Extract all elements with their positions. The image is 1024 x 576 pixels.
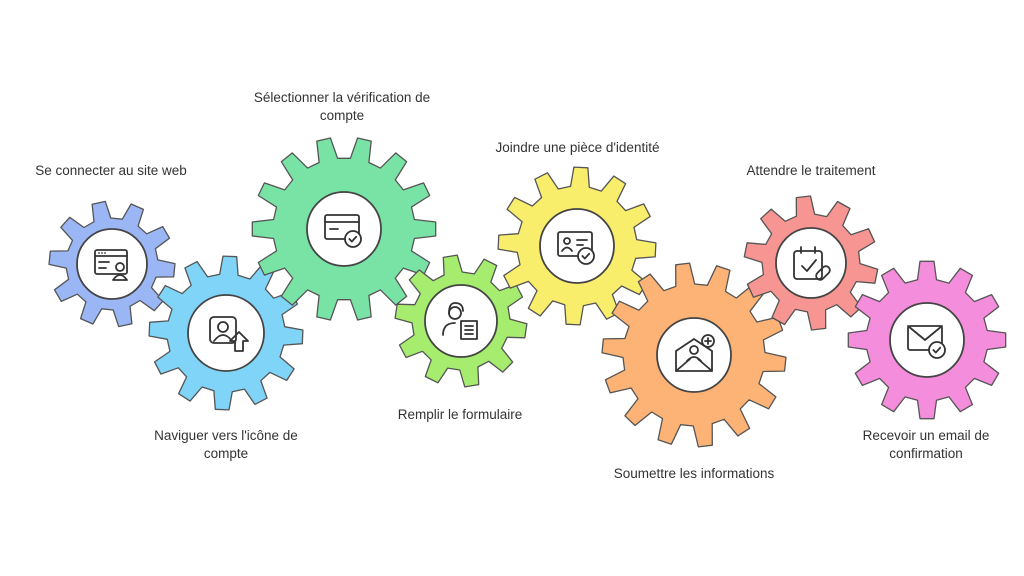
gear-5 — [497, 166, 657, 326]
envelope-add-icon — [675, 334, 715, 372]
step-label-2: Naviguer vers l'icône de compte — [154, 428, 298, 461]
user-upload-icon — [209, 316, 249, 352]
gear-6 — [601, 262, 787, 448]
gear-8 — [847, 260, 1007, 420]
mail-check-icon — [907, 325, 946, 359]
gear-hub — [76, 228, 148, 300]
card-check-icon — [324, 214, 362, 248]
step-label-8: Recevoir un email de confirmation — [862, 428, 990, 461]
gear-hub — [306, 191, 382, 267]
gear-4 — [394, 254, 528, 388]
gear-2 — [148, 255, 304, 411]
browser-user-icon — [94, 249, 128, 281]
step-label-7: Attendre le traitement — [746, 163, 876, 178]
gear-1 — [48, 200, 176, 328]
gear-hub — [656, 317, 732, 393]
gear-hub — [187, 294, 265, 372]
calendar-pill-icon — [793, 246, 831, 281]
id-card-check-icon — [557, 231, 595, 265]
step-label-6: Soumettre les informations — [613, 466, 775, 481]
gear-hub — [775, 227, 847, 299]
step-label-1: Se connecter au site web — [35, 163, 187, 178]
step-label-4: Remplir le formulaire — [397, 407, 523, 422]
gear-hub — [889, 302, 965, 378]
step-label-3: Sélectionner la vérification de compte — [253, 90, 431, 123]
gear-3 — [251, 137, 437, 321]
gear-hub — [539, 208, 615, 284]
step-label-5: Joindre une pièce d'identité — [495, 140, 660, 155]
gear-7 — [743, 195, 879, 331]
person-form-icon — [442, 302, 478, 340]
